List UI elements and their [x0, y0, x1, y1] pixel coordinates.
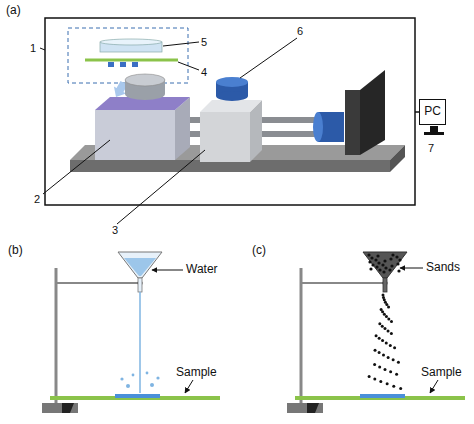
inset-box	[68, 28, 188, 83]
callout-number: 2	[34, 193, 40, 205]
part-label: Sands	[426, 261, 460, 274]
part-label: Water	[186, 263, 218, 276]
callout-number: 1	[30, 42, 36, 54]
sand-test	[287, 252, 465, 413]
plate	[85, 59, 178, 62]
part-label: (b)	[8, 244, 23, 257]
callout-number: 4	[201, 66, 207, 78]
enclosure-frame	[45, 18, 415, 205]
callout-number: 7	[428, 142, 434, 154]
water-test	[42, 252, 220, 413]
callout-number: 6	[297, 25, 303, 37]
leader-line	[40, 48, 45, 50]
monitor-stand	[430, 126, 438, 132]
part-label: Sample	[421, 366, 462, 379]
part-label: (c)	[252, 244, 266, 257]
callout-number: 3	[112, 224, 118, 236]
part-label: (a)	[6, 4, 21, 17]
monitor-box: PC	[419, 99, 446, 125]
part-label: Sample	[176, 366, 217, 379]
node-text: PC	[424, 105, 441, 118]
bracket	[345, 90, 360, 155]
callout-number: 5	[201, 36, 207, 48]
